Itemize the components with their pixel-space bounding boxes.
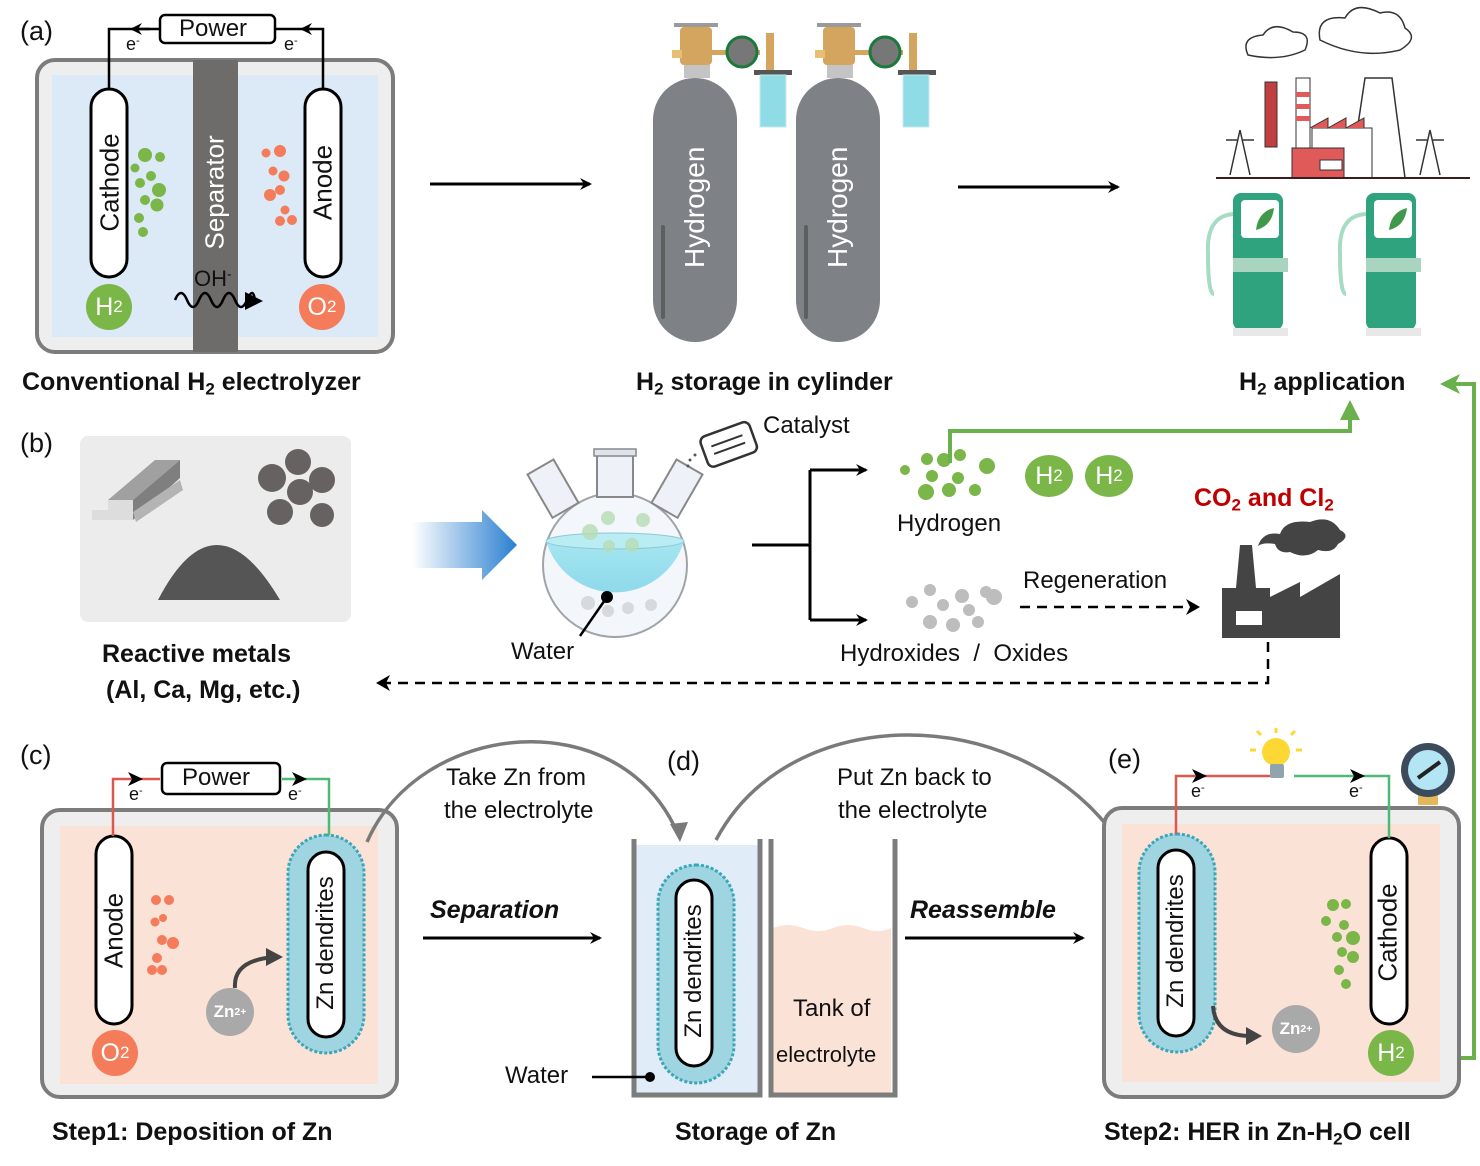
split-arrow — [752, 464, 868, 626]
byproduct-label: Hydroxides / Oxides — [840, 640, 1069, 667]
put-zn-curve-arrow — [714, 733, 1120, 842]
hydrogen-pump-1 — [1205, 193, 1288, 336]
take-zn-curve-arrow — [365, 740, 680, 843]
electron-label-left: e- — [126, 34, 140, 54]
take-zn-label-line1: Take Zn from — [446, 764, 587, 791]
electron-label-c-right: e- — [288, 784, 302, 804]
cathode-label-e: Cathode — [1372, 883, 1403, 982]
separator-membrane — [193, 60, 238, 352]
application-caption: H2 application — [1239, 368, 1406, 399]
anode-label-c: Anode — [98, 892, 129, 969]
take-zn-label-line2: the electrolyte — [444, 797, 594, 824]
dendrite-label-c: Zn dendrites — [312, 876, 339, 1010]
storage-zn-caption: Storage of Zn — [675, 1118, 837, 1146]
hydrogen-to-application-line — [948, 412, 1352, 463]
panel-label-b: (b) — [20, 428, 53, 458]
hydrogen-label: Hydrogen — [897, 510, 1002, 537]
water-storage-tank — [592, 839, 763, 1098]
hydroxide-particles — [906, 584, 1002, 632]
power-label: Power — [179, 15, 248, 42]
put-zn-label-line2: the electrolyte — [838, 797, 988, 824]
anode-label: Anode — [307, 144, 338, 221]
put-zn-label-line1: Put Zn back to — [837, 764, 992, 791]
zn-dendrite-electrode — [1156, 848, 1196, 1038]
electron-label-e-left: e- — [1191, 781, 1205, 801]
hydrogen-bubbles — [130, 148, 166, 237]
light-bulb-icon — [1250, 728, 1302, 778]
cathode-label: Cathode — [94, 133, 125, 232]
metals-caption-line1: Reactive metals — [102, 640, 292, 668]
return-dashed-line — [380, 642, 1270, 685]
dendrite-label-e: Zn dendrites — [1162, 874, 1189, 1008]
step2-caption: Step2: HER in Zn-H2O cell — [1104, 1118, 1411, 1149]
reactive-metals-image — [80, 436, 351, 622]
regeneration-label: Regeneration — [1023, 567, 1168, 594]
water-label: Water — [511, 638, 575, 665]
panel-label-e: (e) — [1108, 744, 1141, 774]
electrolyzer-cell — [35, 13, 395, 354]
tank-label-line2: electrolyte — [776, 1042, 877, 1067]
hydrogen-cylinder-1 — [653, 23, 792, 342]
electrolyzer-caption: Conventional H2 electrolyzer — [22, 368, 361, 399]
power-label-c: Power — [182, 764, 251, 791]
factory-icon — [1222, 519, 1346, 638]
cylinder-label-2: Hydrogen — [822, 146, 853, 268]
separator-label: Separator — [199, 135, 230, 250]
emission-label: CO2 and Cl2 — [1194, 484, 1334, 515]
tank-label-line1: Tank of — [793, 995, 871, 1022]
hydroxide-ion-label: OH- — [194, 266, 232, 291]
separation-label: Separation — [430, 896, 560, 924]
cylinder-label-1: Hydrogen — [679, 146, 710, 268]
electrolyte-tank — [768, 839, 898, 1098]
power-source — [160, 761, 282, 796]
dendrite-label-d: Zn dendrites — [680, 904, 707, 1038]
catalyst-shaker-icon — [699, 420, 759, 468]
pressure-gauge-icon — [1401, 743, 1455, 805]
three-neck-flask — [526, 448, 704, 638]
factory-illustration — [1216, 6, 1470, 179]
hydrogen-cylinder-2 — [796, 23, 936, 342]
panel-label-a: (a) — [20, 16, 53, 46]
zn-dendrite-electrode — [306, 850, 346, 1039]
catalyst-label: Catalyst — [763, 412, 850, 439]
power-source — [158, 13, 277, 45]
panel-label-d: (d) — [667, 746, 700, 776]
step1-caption: Step1: Deposition of Zn — [52, 1118, 333, 1146]
water-label-d: Water — [505, 1062, 569, 1089]
oxygen-bubbles — [261, 145, 297, 226]
electron-label-e-right: e- — [1349, 781, 1363, 801]
electron-label-c-left: e- — [129, 784, 143, 804]
metals-caption-line2: (Al, Ca, Mg, etc.) — [106, 676, 301, 704]
hydrogen-pump-2 — [1337, 193, 1421, 336]
process-arrow — [412, 510, 517, 580]
hydrogen-bubbles-b — [900, 449, 995, 500]
electron-label-right: e- — [284, 34, 298, 54]
panel-label-c: (c) — [20, 740, 52, 770]
storage-caption: H2 storage in cylinder — [636, 368, 893, 399]
reassemble-label: Reassemble — [910, 896, 1056, 924]
